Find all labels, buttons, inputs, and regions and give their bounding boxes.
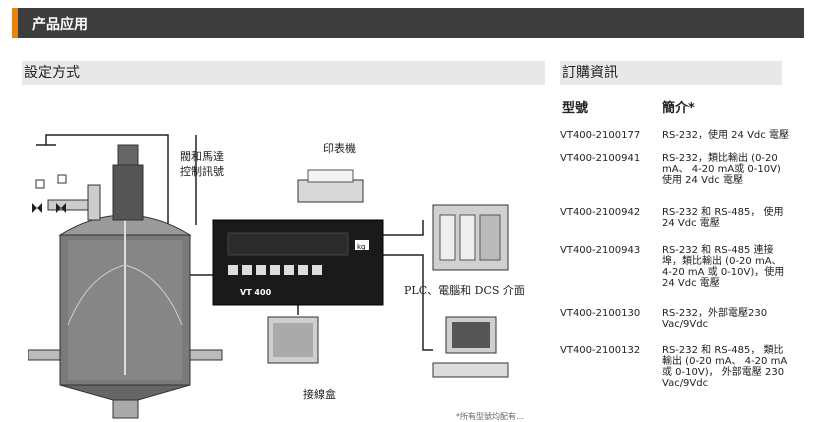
- row-code: VT400-2100942: [560, 207, 641, 218]
- row-code: VT400-2100943: [560, 245, 641, 256]
- footnote: *所有型號均配有…: [456, 412, 524, 421]
- plc-illustration: [432, 204, 509, 271]
- header-accent: [12, 8, 18, 38]
- pc-illustration: [432, 316, 509, 378]
- row-desc: RS-232，類比輸出 (0-20 mA、 4-20 mA或 0-10V) 使用…: [662, 153, 781, 186]
- row-desc: RS-232，外部電壓230 Vac/9Vdc: [662, 308, 768, 330]
- setup-diagram: VT 400 kg: [28, 134, 509, 419]
- row-code: VT400-2100941: [560, 153, 641, 164]
- row-code: VT400-2100177: [560, 130, 641, 141]
- section-header-bar: 产品应用: [12, 8, 804, 38]
- junction-box-label: 接線盒: [303, 388, 336, 401]
- col-model-header: 型號: [562, 101, 589, 116]
- row-desc: RS-232 和 RS-485 連接埠，類比輸出 (0-20 mA、 4-20 …: [662, 245, 785, 289]
- plc-label: PLC、電腦和 DCS 介面: [404, 284, 525, 297]
- row-desc: RS-232 和 RS-485， 類比輸出 (0-20 mA、 4-20 mA或…: [662, 345, 788, 389]
- device-unit-label: kg: [357, 243, 366, 251]
- row-desc: RS-232 和 RS-485， 使用 24 Vdc 電壓: [662, 207, 784, 229]
- control-signal-label: 控制訊號: [180, 165, 224, 178]
- col-desc-header: 簡介*: [662, 101, 695, 116]
- valve-motor-label: 閥和馬達: [180, 150, 224, 163]
- device-model-label: VT 400: [240, 288, 272, 297]
- row-code: VT400-2100130: [560, 308, 641, 319]
- printer-label: 印表機: [323, 142, 356, 155]
- row-code: VT400-2100132: [560, 345, 641, 356]
- section-title: 产品应用: [32, 17, 88, 33]
- printer-illustration: [297, 169, 364, 203]
- vt400-device: VT 400 kg: [212, 219, 384, 306]
- row-desc: RS-232，使用 24 Vdc 電壓: [662, 130, 789, 141]
- ordering-heading: 訂購資訊: [560, 61, 782, 85]
- tank-illustration: [28, 144, 223, 419]
- junction-box-illustration: [267, 316, 319, 364]
- setup-heading: 設定方式: [22, 61, 545, 85]
